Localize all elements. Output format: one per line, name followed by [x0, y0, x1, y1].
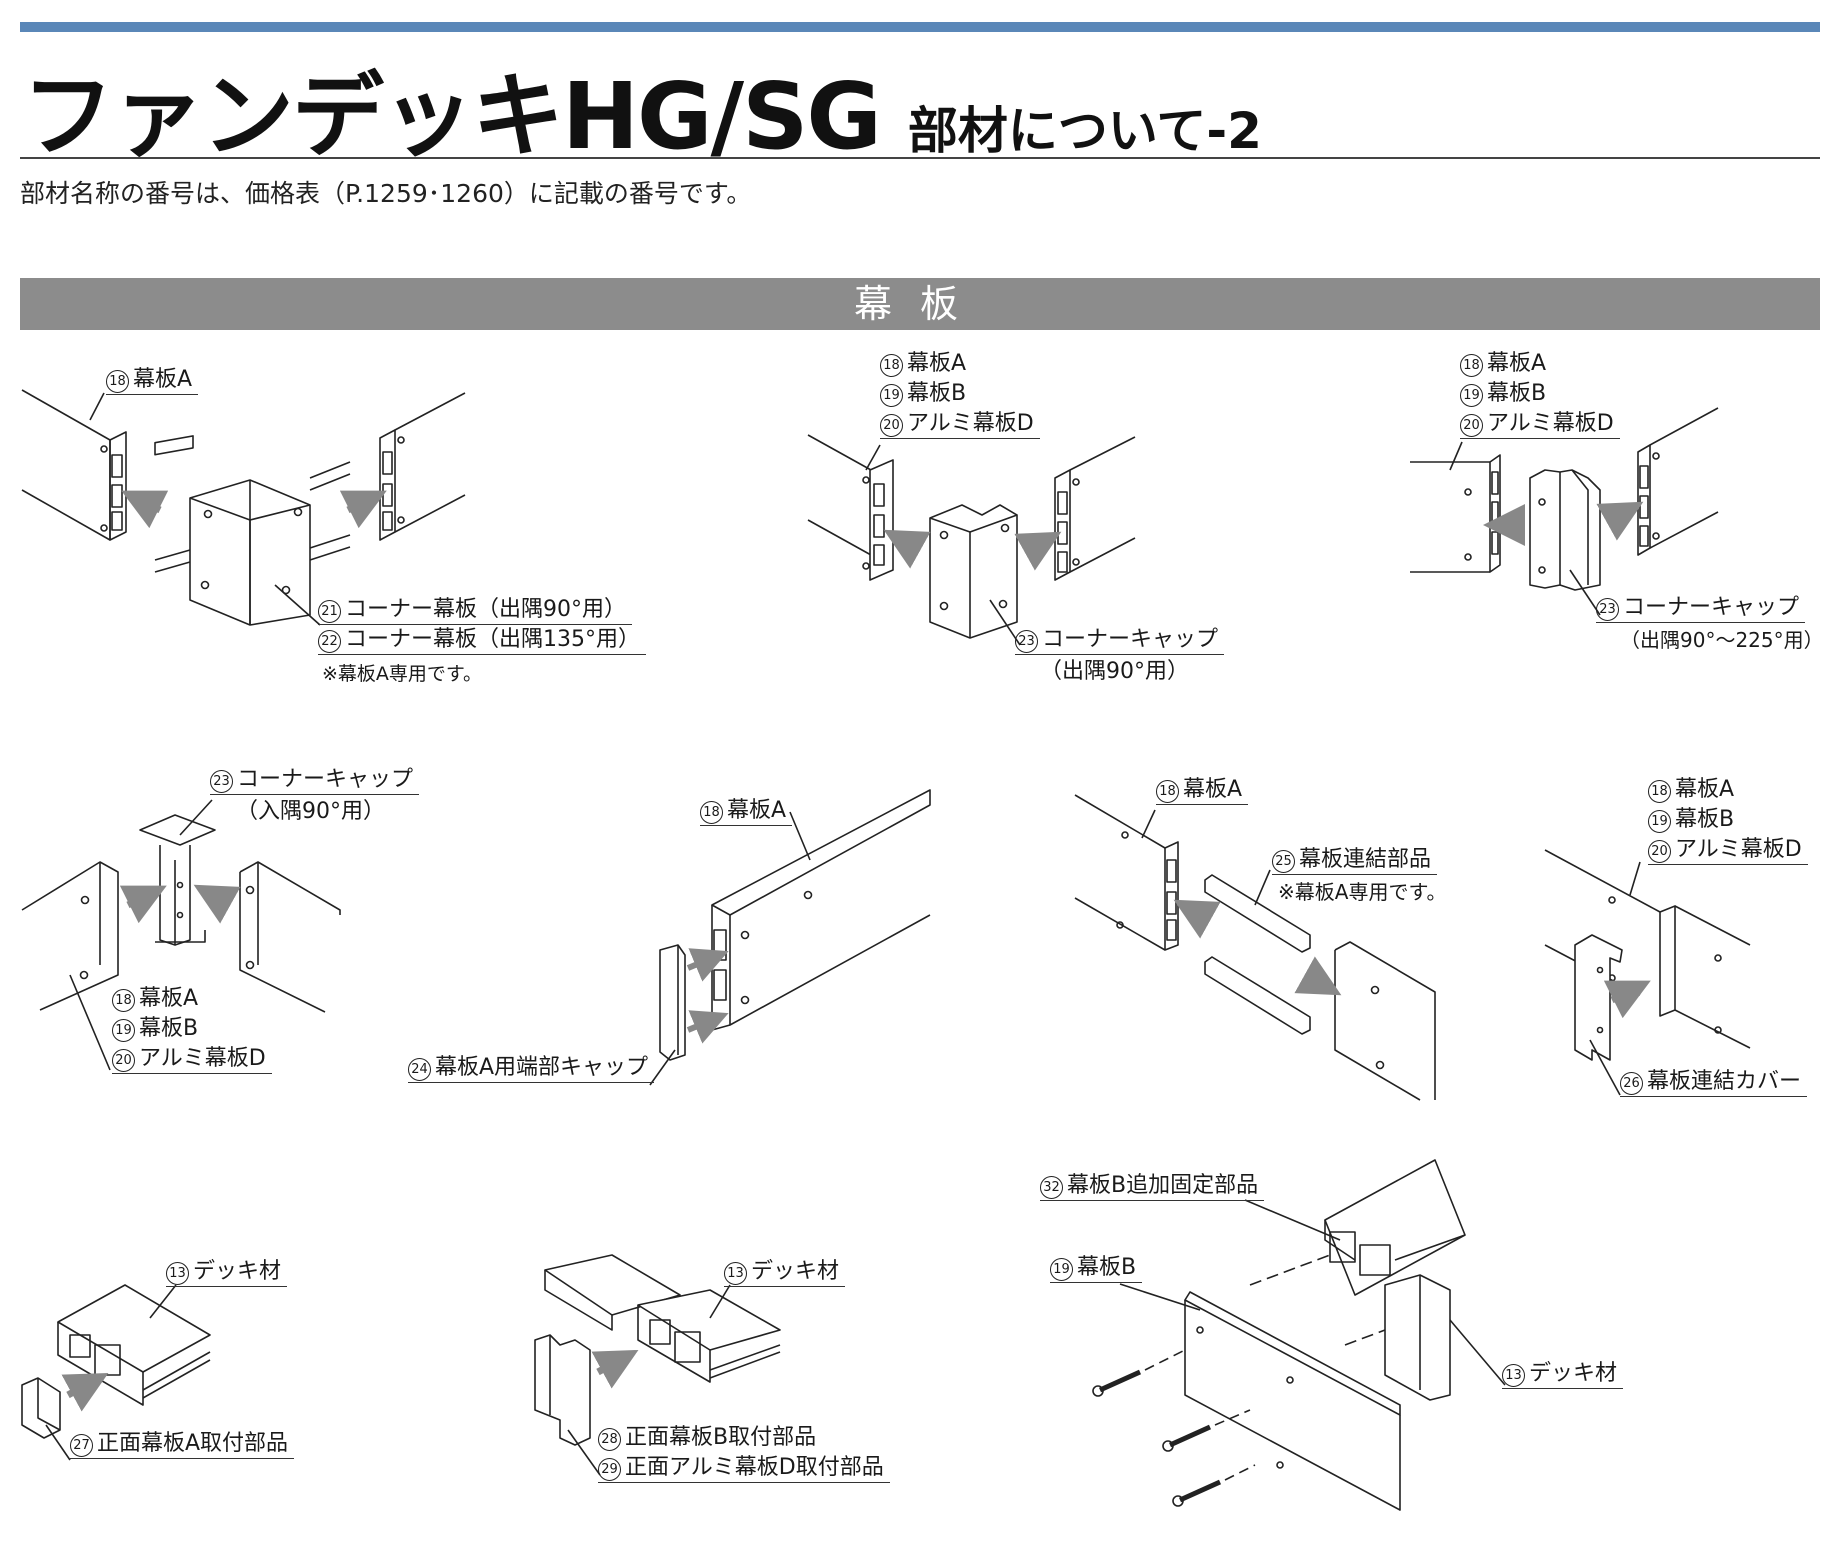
figure-corner-cap-90 [807, 434, 1136, 646]
title-sub: 部材について-2 [907, 102, 1262, 160]
page-note: 部材名称の番号は、価格表（P.1259･1260）に記載の番号です。 [20, 179, 752, 208]
figure-inside-corner-cap [21, 799, 341, 1071]
label-16: （入隅90°用） [236, 799, 385, 824]
label-14: （出隅90°～225°用） [1620, 628, 1824, 652]
title-rule [20, 157, 1820, 159]
figure-connecting-cover [1544, 849, 1751, 1096]
top-accent-bar [20, 22, 1820, 32]
label-9: （出隅90°用） [1040, 659, 1189, 684]
page-title: ファンデッキHG/SG 部材について-2 [22, 42, 1262, 175]
figure-corner-cap-225 [1410, 407, 1719, 616]
figure-front-panel-bd [534, 1254, 781, 1476]
screw-1-icon [1092, 1369, 1142, 1397]
figure-end-cap [649, 789, 931, 1086]
figure-front-panel-a [21, 1284, 211, 1461]
figure-panel-b-fixing [1092, 1159, 1506, 1511]
figure-corner-panel [21, 389, 466, 626]
screw-2-icon [1162, 1424, 1212, 1452]
figure-connecting-parts [1074, 794, 1436, 1101]
label-24: ※幕板A専用です。 [1278, 880, 1447, 904]
screw-3-icon [1172, 1479, 1222, 1507]
section-header: 幕板 [20, 278, 1820, 330]
title-main: ファンデッキHG/SG [22, 63, 882, 170]
label-4: ※幕板A専用です。 [322, 663, 483, 685]
